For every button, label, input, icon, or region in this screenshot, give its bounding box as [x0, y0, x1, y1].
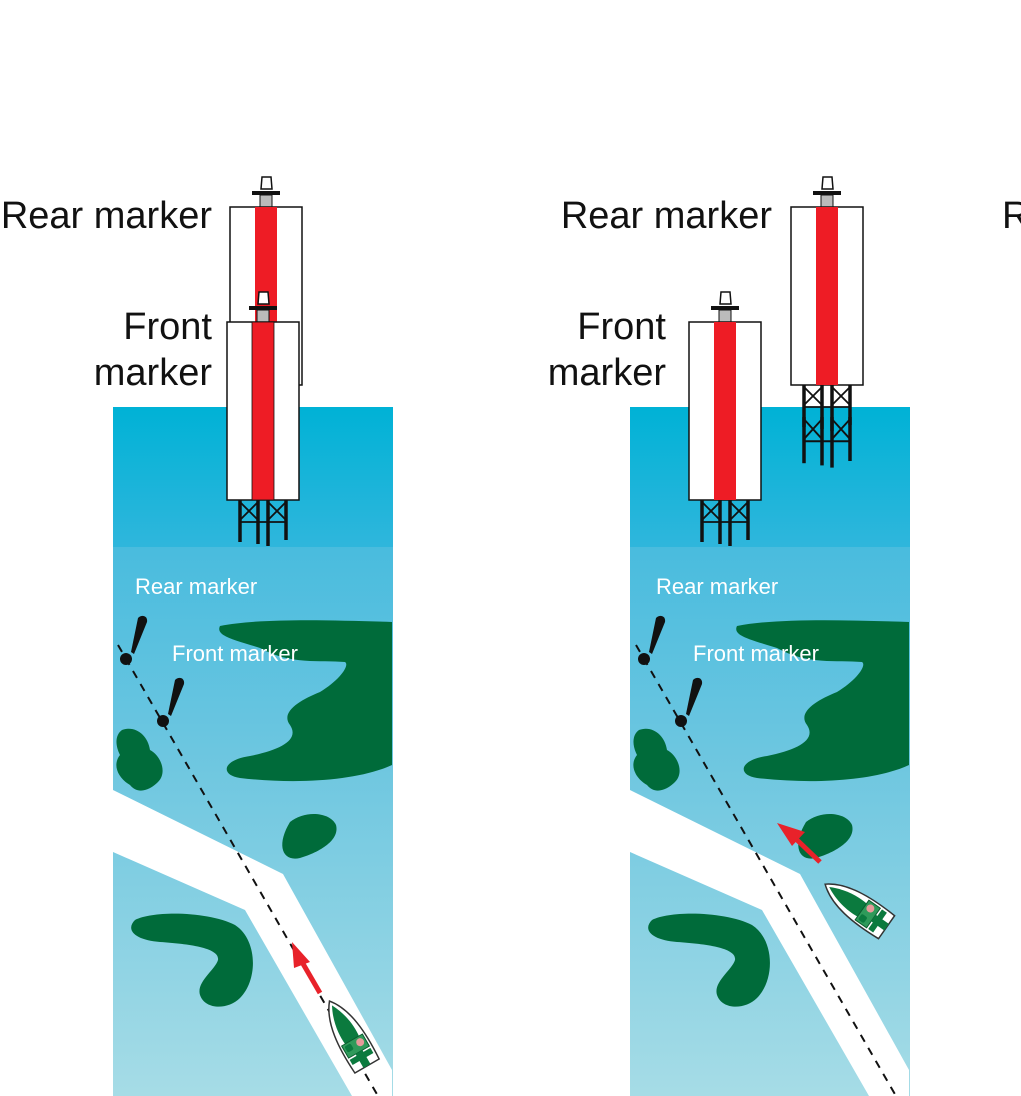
- panel-aligned: Rear marker Front marker Rear marker Fro…: [1, 176, 393, 1096]
- front-marker-label-line2: marker: [548, 352, 667, 394]
- map-front-marker-label: Front marker: [693, 641, 819, 666]
- land-masses: [633, 620, 909, 1007]
- channel: [630, 790, 909, 1096]
- panel-partial: R: [1002, 195, 1021, 237]
- water-top: [630, 407, 910, 547]
- front-marker-label-line2: marker: [94, 352, 213, 394]
- channel: [113, 790, 392, 1096]
- direction-arrow: [292, 942, 323, 995]
- front-marker-label-line1: Front: [577, 306, 666, 348]
- rear-marker-label: Rear marker: [1, 195, 212, 237]
- front-marker-label-line1: Front: [123, 306, 212, 348]
- direction-arrow: [777, 823, 822, 864]
- rear-marker-tower: [790, 176, 864, 470]
- map-rear-marker-symbol: [638, 615, 666, 665]
- map-rear-marker-label: Rear marker: [135, 574, 257, 599]
- map-rear-marker-label: Rear marker: [656, 574, 778, 599]
- map-front-marker-symbol: [675, 677, 703, 727]
- panel-misaligned: Rear marker Front marker Rear marker Fro…: [548, 176, 910, 1096]
- range-line: [635, 644, 897, 1096]
- map-front-marker-symbol: [157, 677, 185, 727]
- range-line: [117, 644, 379, 1096]
- land-masses: [116, 620, 392, 1007]
- front-marker-tower: [226, 291, 300, 548]
- boat-icon: [328, 1000, 381, 1074]
- rear-marker-label: Rear marker: [561, 195, 772, 237]
- front-marker-tower: [688, 291, 762, 548]
- rear-marker-label-fragment: R: [1002, 195, 1021, 237]
- map-front-marker-label: Front marker: [172, 641, 298, 666]
- map-rear-marker-symbol: [120, 615, 148, 665]
- boat-icon: [824, 883, 896, 940]
